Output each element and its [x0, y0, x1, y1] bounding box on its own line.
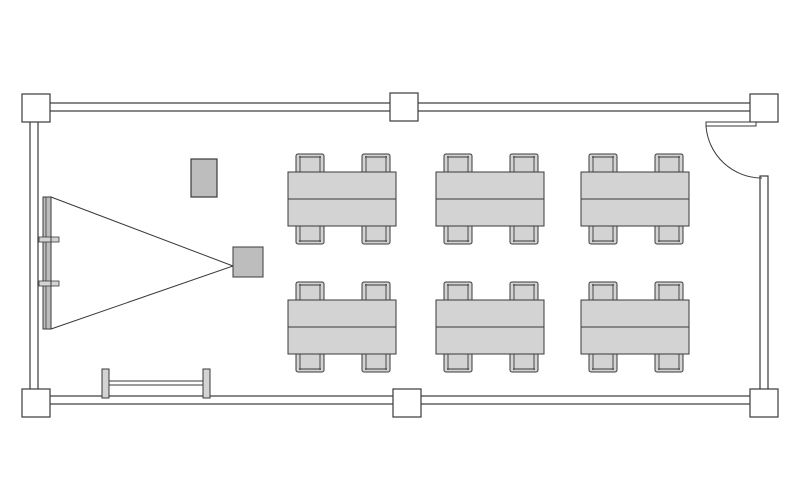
desk-group-4 [287, 281, 397, 373]
chair [443, 223, 473, 245]
chair [588, 223, 618, 245]
desk-group-5 [435, 281, 545, 373]
chair [361, 281, 391, 303]
chair [588, 351, 618, 373]
right-wall [759, 175, 769, 401]
column-bottom-right [749, 388, 779, 418]
column-top-right [749, 93, 779, 123]
desk-group-3 [580, 153, 690, 245]
desk-group-2 [435, 153, 545, 245]
desk-group-6 [580, 281, 690, 373]
chair [295, 153, 325, 175]
projection-screen [42, 196, 52, 330]
projection-setup [38, 196, 264, 330]
screen-bracket-lower [38, 280, 60, 287]
projector [232, 246, 264, 278]
chair [588, 153, 618, 175]
screen-bracket-upper [38, 236, 60, 243]
chair [654, 351, 684, 373]
door-swing-arc [705, 125, 763, 179]
door [705, 121, 763, 179]
chair [361, 153, 391, 175]
chair [509, 153, 539, 175]
bench-leg-left [101, 368, 110, 399]
desk-group-1 [287, 153, 397, 245]
chair [654, 223, 684, 245]
column-top-left [21, 93, 51, 123]
chair [443, 351, 473, 373]
column-top-middle [389, 92, 419, 122]
chair [654, 153, 684, 175]
chair [295, 281, 325, 303]
column-bottom-left [21, 388, 51, 418]
structural-columns [21, 92, 779, 418]
column-bottom-middle [392, 388, 422, 418]
chair [443, 281, 473, 303]
chair [443, 153, 473, 175]
chair [509, 351, 539, 373]
chair [588, 281, 618, 303]
bench [101, 368, 211, 399]
chair [509, 223, 539, 245]
chair [509, 281, 539, 303]
left-wall [29, 109, 39, 401]
projection-cone [50, 196, 235, 330]
desk-groups [287, 153, 690, 373]
bench-leg-right [202, 368, 211, 399]
chair [361, 351, 391, 373]
chair [654, 281, 684, 303]
chair [295, 351, 325, 373]
podium [190, 158, 218, 198]
chair [295, 223, 325, 245]
door-leaf [705, 121, 757, 127]
chair [361, 223, 391, 245]
